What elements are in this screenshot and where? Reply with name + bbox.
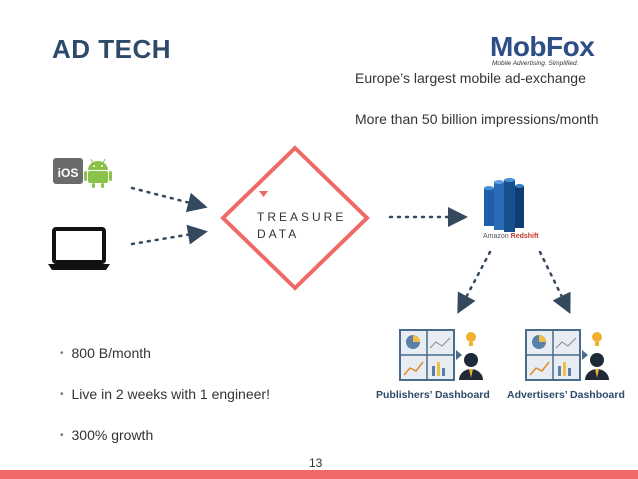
bullet-text: Live in 2 weeks with 1 engineer! <box>71 386 270 402</box>
bullet-text: 800 B/month <box>71 345 151 361</box>
arrow-mobile-to-treasure <box>130 186 208 213</box>
arrow-redshift-to-publishers <box>457 250 492 314</box>
slide-title: AD TECH <box>52 34 172 64</box>
bullet-dot-icon: • <box>60 430 64 441</box>
treasure-data-logo <box>220 145 370 291</box>
advertisers-dashboard-icon <box>525 329 609 381</box>
android-icon <box>84 158 112 188</box>
footer-accent-bar <box>0 470 638 479</box>
bullet-item: • Live in 2 weeks with 1 engineer! <box>60 386 270 402</box>
bullet-dot-icon: • <box>60 389 64 400</box>
bullet-item: • 800 B/month <box>60 345 151 361</box>
bullet-item: • 300% growth <box>60 427 153 443</box>
mobfox-logo: MobFox Mobile Advertising. Simplified. <box>490 31 610 68</box>
page-number: 13 <box>309 456 323 470</box>
ios-icon: iOS <box>53 158 83 184</box>
treasure-data-line1: TREASURE <box>257 210 347 224</box>
redshift-label: Amazon Redshift <box>483 233 539 240</box>
fact-largest-exchange: Europe’s largest mobile ad-exchange <box>355 70 586 86</box>
redshift-icon <box>484 178 524 232</box>
redshift-label-name: Redshift <box>510 233 539 240</box>
redshift-label-prefix: Amazon <box>483 233 509 240</box>
advertisers-dashboard-label: Advertisers’ Dashboard <box>507 389 625 401</box>
fact-impressions: More than 50 billion impressions/month <box>355 111 599 127</box>
laptop-icon <box>48 227 110 270</box>
publishers-dashboard-label: Publishers’ Dashboard <box>376 389 490 401</box>
logo-name: MobFox <box>490 31 595 62</box>
bullet-text: 300% growth <box>71 427 154 443</box>
arrow-web-to-treasure <box>130 224 208 246</box>
publishers-dashboard-icon <box>399 329 483 381</box>
bullet-dot-icon: • <box>60 348 64 359</box>
arrow-redshift-to-advertisers <box>538 250 571 314</box>
logo-tagline: Mobile Advertising. Simplified. <box>492 60 579 67</box>
ios-label: iOS <box>58 166 79 180</box>
treasure-data-line2: DATA <box>257 227 300 241</box>
